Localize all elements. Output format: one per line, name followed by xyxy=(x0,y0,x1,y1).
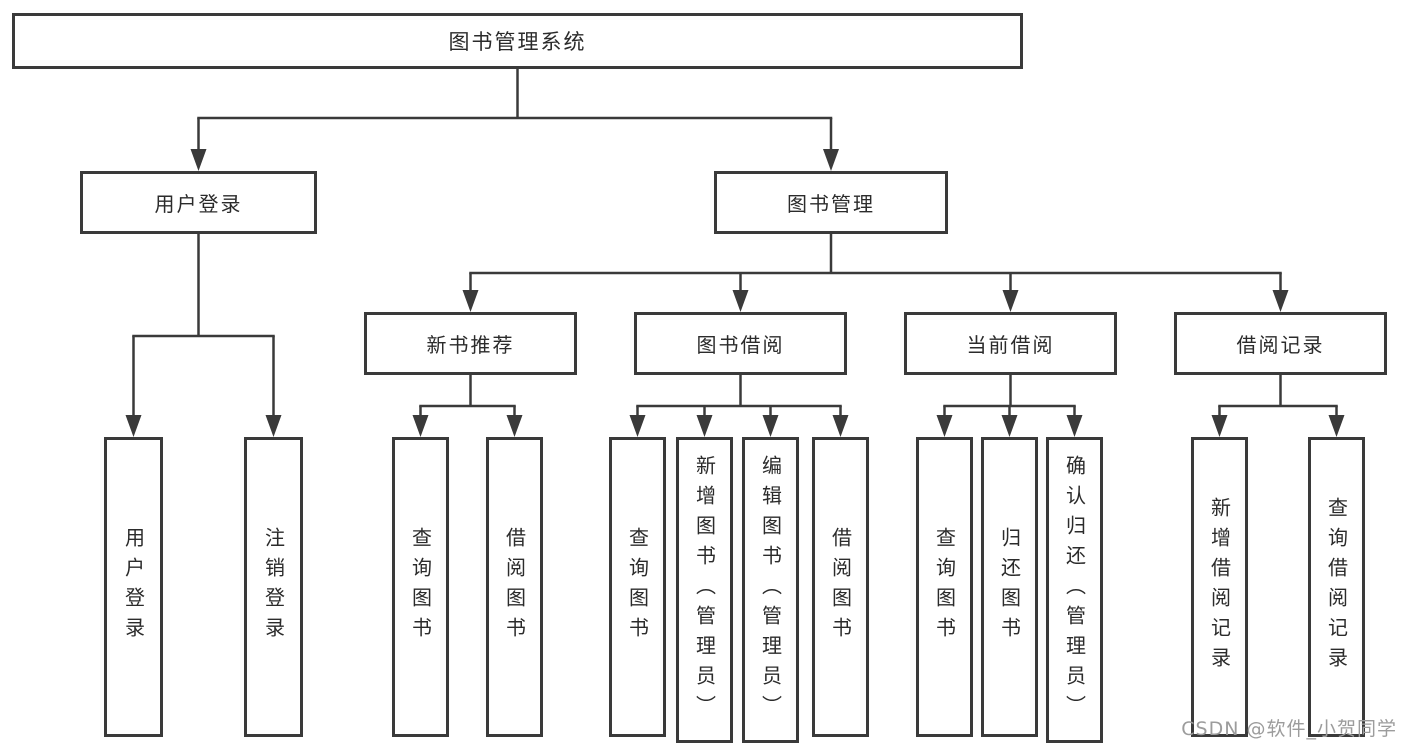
node-label: 查询图书 xyxy=(932,527,957,647)
node-label: 新书推荐 xyxy=(426,333,515,357)
node-label: 借阅图书 xyxy=(502,527,527,647)
node-library-management-system: 图书管理系统 xyxy=(12,13,1023,69)
node-label: 查询借阅记录 xyxy=(1324,497,1349,677)
node-label: 图书借阅 xyxy=(696,333,785,357)
leaf-add-books-admin: 新增图书（管理员） xyxy=(676,437,733,743)
leaf-return-books: 归还图书 xyxy=(981,437,1038,737)
csdn-watermark: CSDN @软件_小贺同学 xyxy=(1181,718,1397,740)
leaf-edit-books-admin: 编辑图书（管理员） xyxy=(742,437,799,743)
node-label: 图书管理系统 xyxy=(448,30,587,54)
node-label: 编辑图书（管理员） xyxy=(758,455,783,725)
leaf-user-login: 用户登录 xyxy=(104,437,163,737)
leaf-query-borrow-record: 查询借阅记录 xyxy=(1308,437,1365,737)
node-user-login: 用户登录 xyxy=(80,171,317,234)
leaf-query-books-borrowing: 查询图书 xyxy=(609,437,666,737)
node-label: 查询图书 xyxy=(625,527,650,647)
node-new-book-recommend: 新书推荐 xyxy=(364,312,577,375)
node-borrowing-records: 借阅记录 xyxy=(1174,312,1387,375)
node-label: 用户登录 xyxy=(121,527,146,647)
node-current-borrowing: 当前借阅 xyxy=(904,312,1117,375)
node-label: 借阅图书 xyxy=(828,527,853,647)
node-label: 用户登录 xyxy=(154,192,243,216)
leaf-add-borrow-record: 新增借阅记录 xyxy=(1191,437,1248,737)
node-label: 图书管理 xyxy=(787,192,875,216)
leaf-query-books-recommend: 查询图书 xyxy=(392,437,449,737)
leaf-query-books-current: 查询图书 xyxy=(916,437,973,737)
node-label: 新增借阅记录 xyxy=(1207,497,1232,677)
node-label: 借阅记录 xyxy=(1236,333,1325,357)
node-label: 当前借阅 xyxy=(966,333,1055,357)
node-label: 归还图书 xyxy=(997,527,1022,647)
node-label: 新增图书（管理员） xyxy=(692,455,717,725)
node-label: 注销登录 xyxy=(261,527,286,647)
leaf-confirm-return-admin: 确认归还（管理员） xyxy=(1046,437,1103,743)
node-label: 确认归还（管理员） xyxy=(1062,455,1087,725)
leaf-logout: 注销登录 xyxy=(244,437,303,737)
node-book-management: 图书管理 xyxy=(714,171,948,234)
node-label: 查询图书 xyxy=(408,527,433,647)
leaf-borrow-books: 借阅图书 xyxy=(812,437,869,737)
leaf-borrow-books-recommend: 借阅图书 xyxy=(486,437,543,737)
node-book-borrowing: 图书借阅 xyxy=(634,312,847,375)
